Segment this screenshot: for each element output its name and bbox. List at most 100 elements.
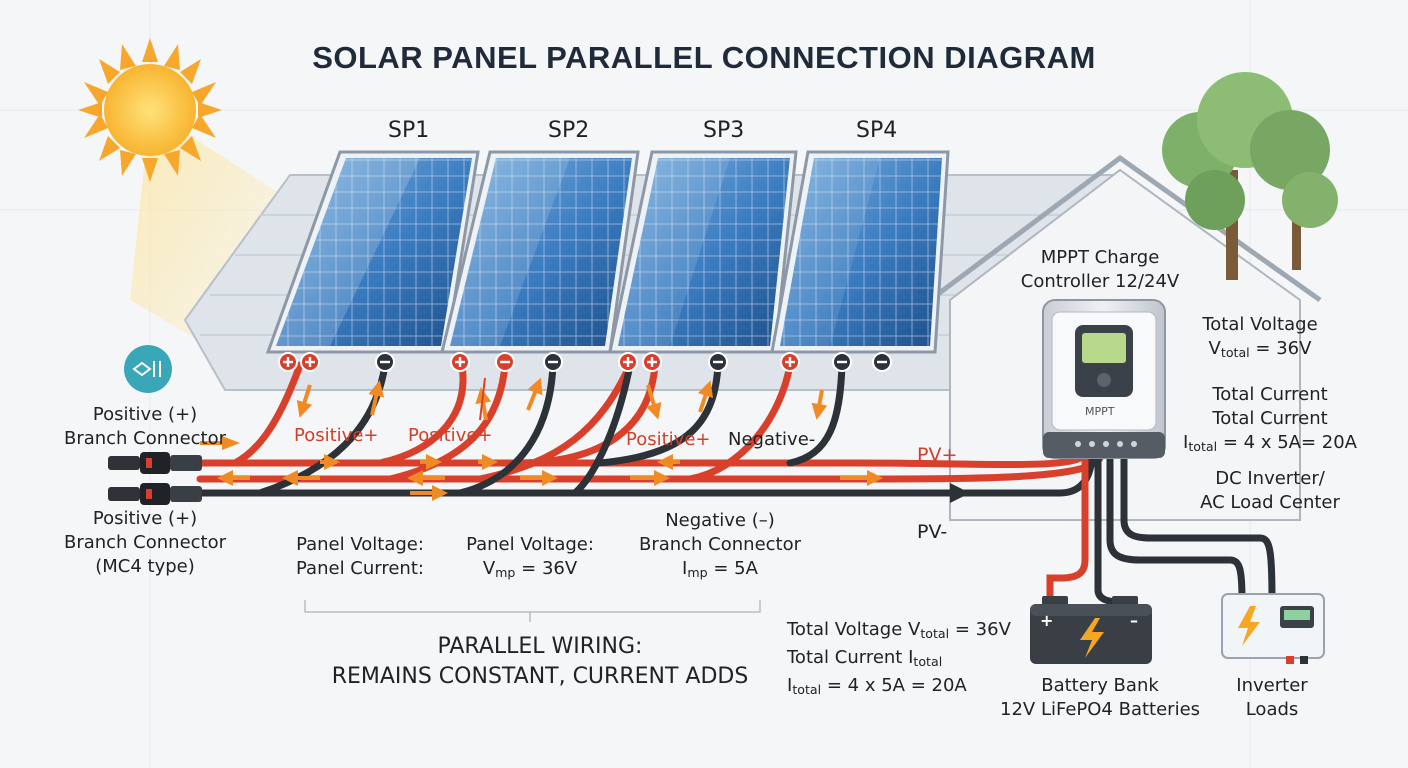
imp-value: = 5A xyxy=(713,558,758,579)
panel-current-label: Panel Current: xyxy=(296,558,424,579)
right-total-current-line2: Total Current xyxy=(1212,408,1328,429)
negative-wires xyxy=(196,361,1096,497)
imp-subscript: mp xyxy=(687,565,708,580)
panel-label-sp3: SP3 xyxy=(703,118,745,143)
wire-label-pv-minus: PV- xyxy=(917,521,948,543)
inverter-line1: Inverter xyxy=(1236,675,1308,696)
panel-terminals xyxy=(278,352,892,372)
parallel-wiring-line1: PARALLEL WIRING: xyxy=(437,634,643,659)
bottom-totals: Total Voltage Vtotal = 36V Total Current… xyxy=(787,618,1011,702)
pv-minus-arrowhead xyxy=(950,483,970,503)
tree xyxy=(1162,72,1338,280)
wire-label-positive-3: Positive+ xyxy=(626,429,711,450)
vtotal-subscript: total xyxy=(1220,345,1250,360)
connector-badge-icon xyxy=(124,345,172,393)
vmp-value: = 36V xyxy=(521,558,578,579)
page-title: SOLAR PANEL PARALLEL CONNECTION DIAGRAM xyxy=(312,40,1096,75)
bottom-vtotal-value: = 36V xyxy=(954,619,1011,640)
right-total-current-line1: Total Current xyxy=(1212,384,1328,405)
parallel-wiring-line2: REMAINS CONSTANT, CURRENT ADDS xyxy=(331,664,749,689)
sun-icon xyxy=(78,38,222,182)
wire-tick xyxy=(479,377,486,421)
wire-label-positive-2: Positive+ xyxy=(408,425,493,446)
panel-spec-col3: Negative (–) Branch Connector Imp = 5A xyxy=(630,509,810,585)
left-connector-top-line1: Positive (+) xyxy=(92,404,198,425)
bottom-vtotal-prefix: Total Voltage V xyxy=(787,619,921,640)
parallel-wiring-caption: PARALLEL WIRING: REMAINS CONSTANT, CURRE… xyxy=(300,632,780,692)
vmp-symbol: V xyxy=(482,558,496,579)
bottom-itotal-prefix: Total Current I xyxy=(787,647,914,668)
mc4-connector-bottom xyxy=(108,483,202,505)
right-total-voltage-value: Vtotal = 36V xyxy=(1175,337,1345,365)
panel-vmp: Vmp = 36V xyxy=(450,557,610,585)
vtotal-symbol: V xyxy=(1208,338,1221,359)
bottom-total-current: Total Current Itotal xyxy=(787,646,1011,674)
bottom-vtotal-subscript: total xyxy=(920,626,950,641)
wire-label-positive-1: Positive+ xyxy=(294,425,379,446)
left-connector-top-label: Positive (+) Branch Connector xyxy=(40,403,250,451)
right-total-voltage: Total Voltage Vtotal = 36V xyxy=(1175,313,1345,365)
left-connector-top-line2: Branch Connector xyxy=(63,428,227,449)
output-wires xyxy=(1046,452,1276,609)
mppt-controller-icon xyxy=(1042,299,1166,459)
left-connector-bottom-label: Positive (+) Branch Connector (MC4 type) xyxy=(40,507,250,579)
panel-imp: Imp = 5A xyxy=(630,557,810,585)
battery-line1: Battery Bank xyxy=(1041,675,1159,696)
left-connector-bottom-line1: Positive (+) xyxy=(92,508,198,529)
battery-label: Battery Bank 12V LiFePO4 Batteries xyxy=(1000,674,1200,722)
bottom-total-current-formula: Itotal = 4 x 5A = 20A xyxy=(787,674,1011,702)
controller-label: MPPT Charge Controller 12/24V xyxy=(1005,246,1195,294)
current-arrows xyxy=(217,377,883,501)
inverter-line2: Loads xyxy=(1245,699,1299,720)
battery-icon xyxy=(1030,596,1152,664)
controller-line2: Controller 12/24V xyxy=(1020,271,1180,292)
panel-label-sp4: SP4 xyxy=(856,118,898,143)
inverter-icon xyxy=(1221,593,1325,664)
battery-plus: + xyxy=(1040,611,1054,630)
vtotal-value: = 36V xyxy=(1255,338,1312,359)
panel-sp3 xyxy=(608,150,798,354)
itotal-value: = 4 x 5A= 20A xyxy=(1222,432,1357,453)
inverter-label: Inverter Loads xyxy=(1222,674,1322,722)
branch-arrow xyxy=(222,436,240,450)
mc4-connector-top xyxy=(108,452,202,474)
battery-minus: – xyxy=(1130,611,1138,630)
panel-label-sp2: SP2 xyxy=(548,118,590,143)
vmp-subscript: mp xyxy=(495,565,516,580)
panel-voltage-label-2: Panel Voltage: xyxy=(466,534,594,555)
right-total-current-value: Itotal = 4 x 5A= 20A xyxy=(1170,431,1370,459)
bottom-formula-value: = 4 x 5A = 20A xyxy=(826,675,967,696)
bottom-formula-symbol: I xyxy=(787,675,793,696)
wire-label-negative: Negative- xyxy=(728,429,816,450)
left-connector-bottom-line3: (MC4 type) xyxy=(95,556,195,577)
itotal-subscript: total xyxy=(1188,439,1218,454)
panel-sp4 xyxy=(770,150,950,354)
imp-symbol: I xyxy=(682,558,688,579)
panel-voltage-label-1: Panel Voltage: xyxy=(296,534,424,555)
spec-bracket xyxy=(304,600,761,622)
negative-connector-line1: Negative (–) xyxy=(665,510,775,531)
right-total-voltage-line1: Total Voltage xyxy=(1202,314,1318,335)
dc-inverter-label: DC Inverter/ AC Load Center xyxy=(1185,467,1355,515)
left-connector-bottom-line2: Branch Connector xyxy=(63,532,227,553)
bottom-total-voltage: Total Voltage Vtotal = 36V xyxy=(787,618,1011,646)
panel-label-sp1: SP1 xyxy=(388,118,430,143)
panel-sp2 xyxy=(440,150,640,354)
battery-line2: 12V LiFePO4 Batteries xyxy=(1000,699,1201,720)
panel-sp1 xyxy=(265,150,480,354)
negative-connector-line2: Branch Connector xyxy=(638,534,802,555)
panel-spec-col2: Panel Voltage: Vmp = 36V xyxy=(450,533,610,585)
right-total-current: Total Current Total Current Itotal = 4 x… xyxy=(1170,383,1370,459)
panel-spec-col1: Panel Voltage: Panel Current: xyxy=(280,533,440,581)
itotal-symbol: I xyxy=(1183,432,1189,453)
bottom-itotal-subscript: total xyxy=(913,654,943,669)
controller-badge: MPPT xyxy=(1085,405,1115,418)
dc-inverter-line2: AC Load Center xyxy=(1200,492,1340,513)
solar-panels xyxy=(265,150,950,354)
bottom-formula-subscript: total xyxy=(792,682,822,697)
dc-inverter-line1: DC Inverter/ xyxy=(1215,468,1325,489)
wire-label-pv-plus: PV+ xyxy=(917,444,958,466)
controller-line1: MPPT Charge xyxy=(1040,247,1160,268)
